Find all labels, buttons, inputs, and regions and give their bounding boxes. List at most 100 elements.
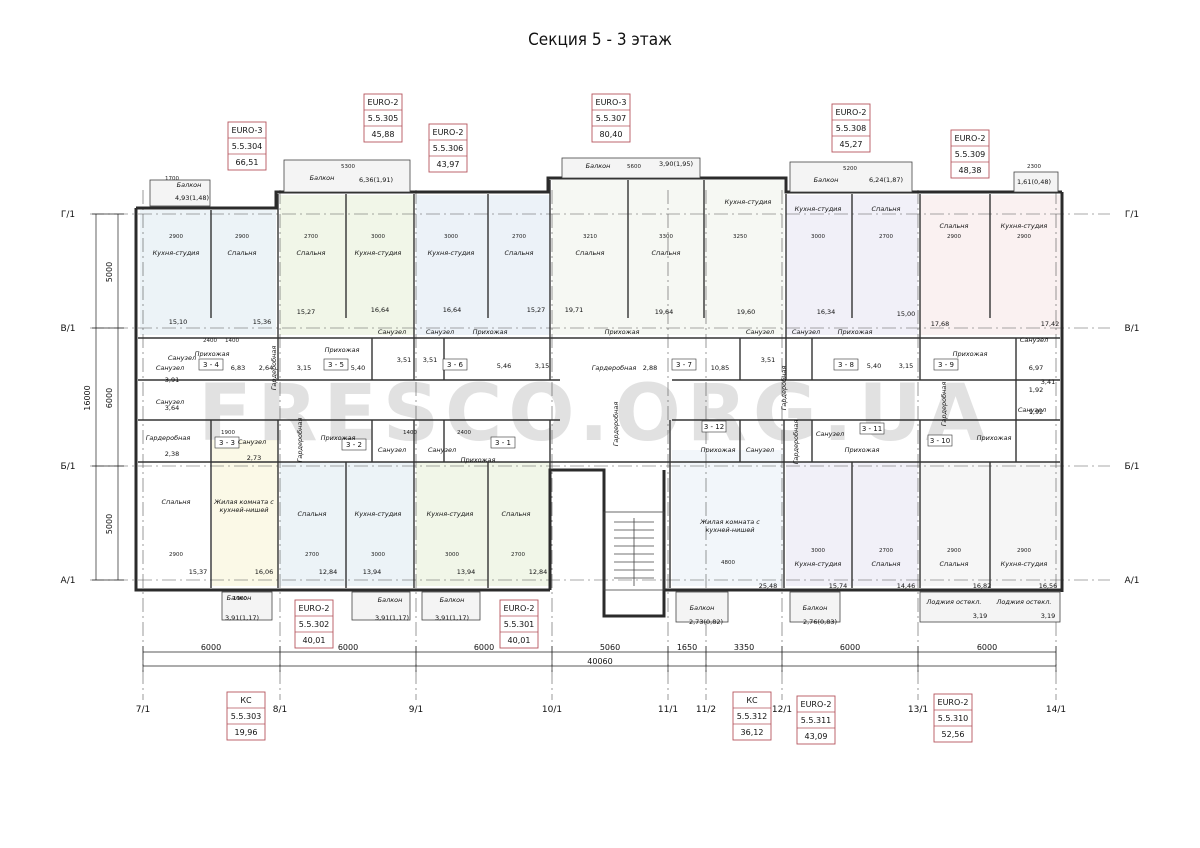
dimension-label: 16000 (83, 385, 92, 410)
inner-dimension: 5300 (341, 164, 355, 170)
balconies (149, 157, 1061, 623)
apartment-tag-box (226, 691, 266, 741)
room-area: 16,64 (371, 306, 390, 314)
axis-label-right: Г/1 (1125, 210, 1139, 220)
room-label: Балкон (177, 181, 202, 189)
room-area: 2,38 (165, 450, 179, 458)
fill-apt-305 (280, 195, 414, 335)
apartment-tag-box (732, 691, 772, 741)
apartment-tag-box (428, 123, 468, 173)
room-label: Санузел (156, 398, 184, 406)
inner-dimension: 1400 (225, 338, 239, 344)
room-area: 3,15 (535, 362, 549, 370)
balcony-area: 1,61(0,48) (1017, 178, 1051, 186)
dimension-label: 6000 (105, 388, 114, 408)
apartment-tag-box (796, 695, 836, 745)
apartment-area: 66,51 (236, 158, 259, 167)
apartment-area: 40,01 (508, 636, 531, 645)
exterior-walls (134, 176, 1064, 618)
inner-dimension: 3000 (371, 552, 385, 558)
inner-dimension: 2700 (512, 234, 526, 240)
apartment-type: EURO-2 (504, 604, 535, 613)
room-label: Кухня-студия (725, 198, 772, 206)
inner-dimension: 2900 (169, 234, 183, 240)
dimension-label: 6000 (977, 643, 997, 652)
flat-tag-box (341, 438, 367, 451)
apartment-area: 19,96 (235, 728, 258, 737)
inner-dimension: 5200 (843, 166, 857, 172)
apartment-number: 5.5.304 (232, 142, 263, 151)
room-label: Санузел (378, 446, 406, 454)
apartment-tag-box (591, 93, 631, 143)
room-label: Лоджия остекл. (926, 598, 982, 606)
flat-tag-box (933, 358, 959, 371)
room-label: Прихожая (977, 434, 1012, 442)
room-area: 17,42 (1041, 320, 1060, 328)
room-label: Спальня (297, 249, 326, 257)
axis-label-left: Г/1 (61, 210, 75, 220)
room-area: 12,84 (319, 568, 338, 576)
apartment-number: 5.5.303 (231, 712, 262, 721)
room-area: 2,73 (247, 454, 261, 462)
room-label: Прихожая (321, 434, 356, 442)
room-label: Спальня (940, 222, 969, 230)
watermark: FRESCO.ORG.UA (198, 369, 992, 459)
room-label: Гардеробная (612, 402, 620, 447)
apartment-tag-box (933, 693, 973, 743)
room-label: кухней-нишей (705, 526, 754, 534)
axis-label-bottom: 9/1 (409, 705, 423, 715)
room-label: Гардеробная (792, 420, 800, 465)
dimension-label: 5060 (600, 643, 620, 652)
apartment-number: 5.5.309 (955, 150, 986, 159)
inner-dimension: 1700 (165, 176, 179, 182)
apartment-number: 5.5.306 (433, 144, 464, 153)
inner-dimension: 2300 (1027, 164, 1041, 170)
room-area: 10,85 (711, 364, 730, 372)
inner-dimension: 2700 (305, 552, 319, 558)
room-label: Спальня (505, 249, 534, 257)
room-label: Спальня (162, 498, 191, 506)
room-label: Прихожая (461, 456, 496, 464)
room-area: 15,00 (897, 310, 916, 318)
apartment-area: 43,97 (437, 160, 460, 169)
room-label: Кухня-студия (1001, 222, 1048, 230)
inner-dimension: 1400 (403, 430, 417, 436)
axis-label-bottom: 7/1 (136, 705, 150, 715)
fill-apt-301 (416, 462, 550, 586)
room-area: 2,64 (259, 364, 273, 372)
flat-tag: 3 - 4 (203, 361, 219, 369)
dimension-label: 6000 (338, 643, 358, 652)
room-label: Прихожая (701, 446, 736, 454)
room-label: Гардеробная (780, 366, 788, 411)
room-area: 3,51 (397, 356, 411, 364)
flat-tag: 3 - 8 (838, 361, 854, 369)
flat-tag-box (833, 358, 859, 371)
apartment-type: EURO-2 (938, 698, 969, 707)
axis-label-bottom: 13/1 (908, 705, 928, 715)
fill-apt-303 (212, 440, 278, 586)
room-area: 15,36 (253, 318, 272, 326)
room-area: 2,88 (643, 364, 657, 372)
room-label: Балкон (227, 594, 252, 602)
apartment-number: 5.5.311 (801, 716, 832, 725)
room-label: Санузел (746, 328, 774, 336)
balcony-area: 4,93(1,48) (175, 194, 209, 202)
room-area: 17,68 (931, 320, 950, 328)
fill-apt-306 (416, 195, 550, 335)
apartment-type: КС (746, 696, 758, 705)
room-area: 16,34 (817, 308, 836, 316)
axis-label-left: Б/1 (61, 462, 76, 472)
room-label: Балкон (310, 174, 335, 182)
dimension-label: 5000 (105, 262, 114, 282)
inner-dimension: 3000 (445, 552, 459, 558)
room-area: 15,27 (527, 306, 546, 314)
flat-tag: 3 - 9 (938, 361, 954, 369)
balcony-area: 3,91(1,17) (435, 614, 469, 622)
apartment-tag-box (831, 103, 871, 153)
flat-tag-box (198, 358, 224, 371)
dimension-label: 3350 (734, 643, 754, 652)
room-area: 19,71 (565, 306, 584, 314)
